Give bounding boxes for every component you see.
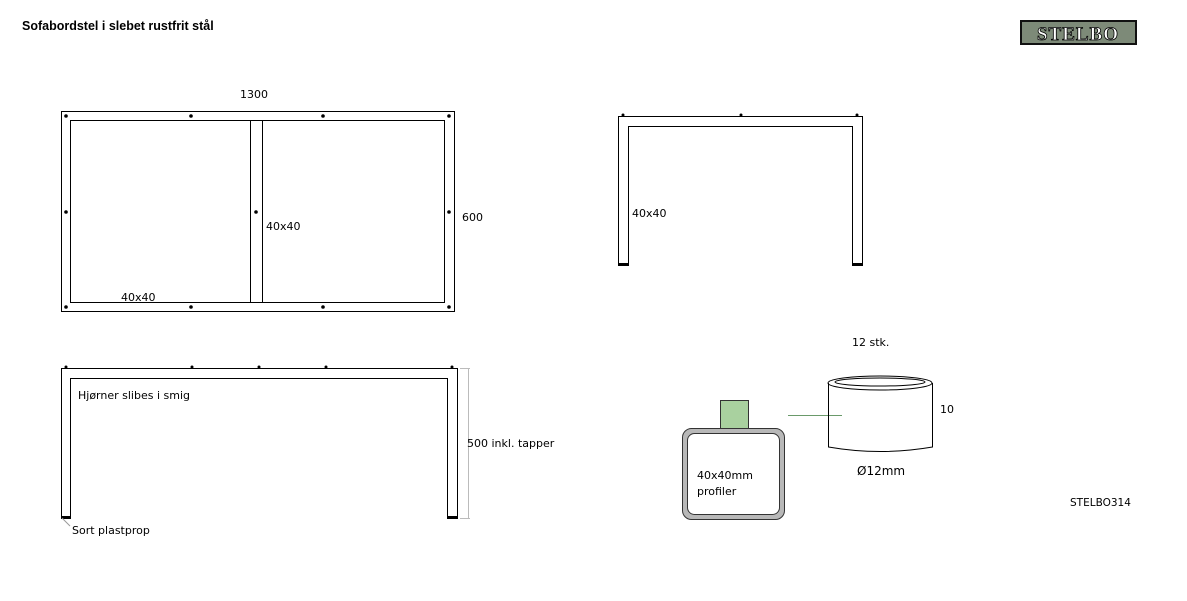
profile-size-label: 40x40mm — [697, 469, 753, 482]
part-number: STELBO314 — [1070, 497, 1131, 509]
bottom-profile-label: 40x40 — [121, 291, 156, 304]
side-view-frame — [618, 113, 863, 266]
corner-note: Hjørner slibes i smig — [78, 389, 190, 402]
center-profile-label: 40x40 — [266, 220, 301, 233]
cylinder-height-label: 10 — [940, 403, 954, 416]
screw-holes — [64, 114, 451, 309]
profile-label: profiler — [697, 485, 737, 498]
width-dimension: 1300 — [240, 88, 268, 101]
foot-note: Sort plastprop — [72, 524, 150, 537]
front-view-frame — [61, 365, 470, 527]
depth-dimension: 600 — [462, 211, 483, 224]
stelbo-logo: STELBO — [1020, 20, 1137, 45]
diameter-label: Ø12mm — [857, 464, 905, 478]
drawing-title: Sofabordstel i slebet rustfrit stål — [22, 19, 214, 33]
side-profile-label: 40x40 — [632, 207, 667, 220]
logo-text: STELBO — [1037, 24, 1119, 45]
profile-section-detail — [682, 400, 785, 520]
height-dimension: 500 inkl. tapper — [467, 437, 555, 450]
plug-tab — [720, 400, 749, 429]
cylinder-plug — [827, 375, 933, 452]
top-view-frame — [61, 111, 455, 312]
count-label: 12 stk. — [852, 336, 889, 349]
